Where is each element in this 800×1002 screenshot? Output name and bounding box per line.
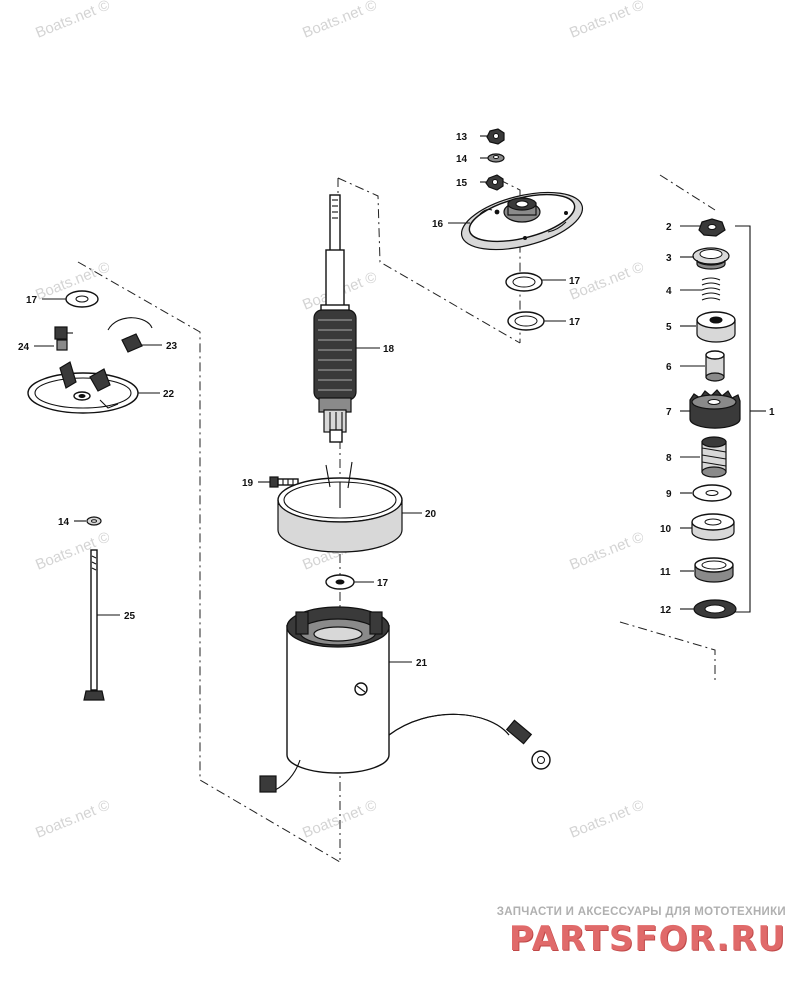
site-footer-logo: ЗАПЧАСТИ И АКСЕССУАРЫ ДЛЯ МОТОТЕХНИКИ PA… (466, 906, 786, 958)
part-label-17: 17 (569, 276, 581, 287)
armature-18 (313, 194, 357, 443)
sleeve-6 (705, 350, 725, 382)
part-label-15: 15 (456, 178, 468, 189)
part-label-17: 17 (569, 317, 581, 328)
part-label-9: 9 (666, 489, 672, 500)
screw-shaft-8 (701, 436, 727, 478)
lock-washer-14-left (86, 516, 102, 526)
part-label-21: 21 (416, 658, 428, 669)
part-label-14: 14 (58, 517, 70, 528)
brush-plate-22 (27, 361, 139, 414)
footer-brand: PARTSFOR.RU (508, 919, 786, 959)
watermark: Boats.net © (300, 0, 379, 42)
nut-13 (486, 128, 505, 145)
part-label-20: 20 (425, 509, 437, 520)
part-label-4: 4 (666, 286, 672, 297)
collar-5 (696, 311, 736, 343)
brush-clip-23 (107, 317, 153, 353)
part-label-22: 22 (163, 389, 175, 400)
leader-lines (34, 135, 705, 663)
washer-17-frame (325, 574, 355, 590)
part-label-3: 3 (666, 253, 672, 264)
washer-12 (693, 599, 737, 619)
part-label-12: 12 (660, 605, 672, 616)
part-label-1: 1 (769, 407, 775, 418)
washer-17-endcap-top (505, 272, 543, 292)
washer-17-endcap-bottom (507, 311, 545, 331)
part-label-7: 7 (666, 407, 672, 418)
part-labels: 13 14 15 16 17 17 18 19 20 17 21 2 3 4 5… (18, 132, 775, 669)
motor-frame-21 (259, 606, 551, 793)
nut-2 (698, 218, 726, 237)
retainer-band-20 (277, 461, 403, 553)
end-cap-16 (460, 191, 584, 251)
assembly-line-left (77, 261, 341, 863)
part-label-14: 14 (456, 154, 468, 165)
pinion-gear-7 (689, 389, 741, 429)
assembly-line-endcap (499, 179, 521, 343)
lock-washer-14-top (487, 153, 505, 163)
watermark: Boats.net © (567, 0, 646, 42)
through-bolt-25 (83, 549, 105, 701)
part-label-16: 16 (432, 219, 444, 230)
part-label-6: 6 (666, 362, 672, 373)
watermark: Boats.net © (33, 0, 112, 42)
brush-holder-24 (54, 326, 73, 351)
nut-15 (485, 174, 504, 191)
part-label-24: 24 (18, 342, 30, 353)
part-label-25: 25 (124, 611, 136, 622)
cushion-10 (691, 513, 735, 541)
part-label-8: 8 (666, 453, 672, 464)
watermark: Boats.net © (33, 528, 112, 573)
spring-4 (701, 277, 721, 301)
part-label-13: 13 (456, 132, 468, 143)
part-label-17: 17 (26, 295, 38, 306)
footer-subtitle: ЗАПЧАСТИ И АКСЕССУАРЫ ДЛЯ МОТОТЕХНИКИ (496, 906, 786, 918)
part-label-2: 2 (666, 222, 672, 233)
drive-assembly-bracket (735, 225, 766, 613)
watermark: Boats.net © (33, 796, 112, 841)
cup-11 (694, 557, 734, 583)
part-label-19: 19 (242, 478, 254, 489)
watermark: Boats.net © (567, 528, 646, 573)
washer-9 (692, 484, 732, 502)
part-label-23: 23 (166, 341, 178, 352)
assembly-line-drive-lower (619, 621, 716, 680)
part-label-10: 10 (660, 524, 672, 535)
part-label-18: 18 (383, 344, 395, 355)
watermark: Boats.net © (567, 796, 646, 841)
part-label-11: 11 (660, 567, 671, 578)
assembly-line-drive (659, 174, 716, 211)
part-label-5: 5 (666, 322, 672, 333)
cup-3 (692, 247, 730, 270)
part-label-17: 17 (377, 578, 389, 589)
washer-17-left (65, 290, 99, 308)
assembly-line-armature (337, 177, 521, 344)
